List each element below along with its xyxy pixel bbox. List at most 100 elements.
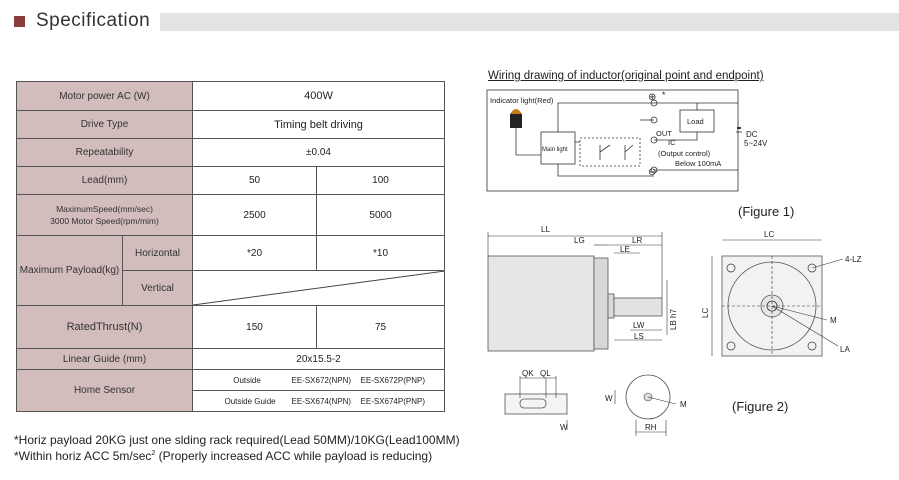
footnote-1: *Horiz payload 20KG just one slding rack… — [14, 433, 460, 447]
dim-LW: LW — [633, 321, 645, 330]
dim-LA: LA — [840, 345, 850, 354]
table-row: Outside Guide EE-SX674(NPN) EE-SX674P(PN… — [17, 390, 446, 412]
sensor-type: Outside — [233, 375, 261, 385]
thrust-value-150: 150 — [192, 305, 318, 349]
transistor — [624, 144, 634, 153]
load-label: Load — [687, 117, 704, 126]
plus-terminal-icon — [650, 99, 658, 107]
footnote-2-prefix: *Within horiz ACC 5m/sec — [14, 449, 152, 463]
below-label: Below 100mA — [675, 159, 721, 168]
plus-mark: ⊕ — [648, 92, 656, 103]
page-title: Specification — [36, 10, 151, 31]
minus-terminal-icon — [650, 166, 658, 174]
payload-horizontal-value-2: *10 — [316, 235, 446, 271]
guide-label: Linear Guide (mm) — [15, 348, 194, 370]
guide-value: 20x15.5-2 — [192, 348, 446, 370]
dim-LG: LG — [574, 236, 585, 245]
lead-value-100: 100 — [316, 166, 446, 195]
speed-value-2500: 2500 — [192, 194, 318, 236]
dim-W2: W — [605, 394, 613, 403]
header-square-marker — [14, 16, 25, 27]
out-terminal-icon — [650, 116, 658, 124]
out-label: OUT — [656, 129, 672, 138]
shaft-section-view: W M RH — [605, 374, 687, 436]
thrust-label: RatedThrust(N) — [15, 305, 194, 349]
diagonal-slash — [193, 271, 444, 305]
drive-type-label: Drive Type — [15, 110, 194, 139]
figure-2-label: (Figure 2) — [732, 399, 789, 414]
footnotes: *Horiz payload 20KG just one slding rack… — [14, 433, 460, 463]
dim-QL: QL — [540, 369, 551, 378]
repeatability-value: ±0.04 — [192, 138, 446, 167]
transistor — [599, 144, 611, 153]
wire — [654, 132, 698, 141]
speed-label: MaximumSpeed(mm/sec) 3000 Motor Speed(rp… — [15, 194, 194, 236]
motor-front-view: LC LC 4-LZ M LA — [701, 230, 862, 357]
sensor-npn: EE-SX672(NPN) — [291, 375, 352, 385]
sensor-pnp: EE-SX674P(PNP) — [360, 396, 425, 406]
wiring-frame — [486, 89, 739, 192]
speed-label-line-2: 3000 Motor Speed(rpm/mim) — [50, 216, 159, 226]
dim-LB: LB h7 — [669, 309, 678, 330]
dim-LC-side: LC — [701, 308, 710, 318]
dim-LZ: 4-LZ — [845, 255, 862, 264]
output-transistor-box — [579, 137, 641, 167]
table-row: Drive Type Timing belt driving — [15, 110, 446, 139]
dim-M2: M — [680, 400, 687, 409]
dim-LE: LE — [620, 245, 630, 254]
table-row: Linear Guide (mm) 20x15.5-2 — [15, 348, 446, 370]
dim-M: M — [830, 316, 837, 325]
indicator-label: Indicator light(Red) — [490, 96, 554, 105]
wiring-title: Wiring drawing of inductor(original poin… — [488, 70, 764, 82]
ic-label: IC — [668, 138, 676, 147]
dim-W: W — [560, 423, 568, 432]
wiring-diagram — [486, 89, 742, 192]
motor-side-view: LL LG LR LE LB h7 LW LS — [487, 225, 678, 352]
motor-power-label: Motor power AC (W) — [15, 81, 194, 111]
dim-LC: LC — [764, 230, 774, 239]
output-control-label: (Output control) — [658, 149, 711, 158]
motor-power-value: 400W — [192, 81, 446, 111]
table-row: Motor power AC (W) 400W — [15, 81, 446, 111]
payload-horizontal-value-1: *20 — [192, 235, 318, 271]
dim-RH: RH — [645, 423, 657, 432]
sensor-label: Home Sensor — [15, 369, 194, 412]
sensor-row-outside-guide: Outside Guide EE-SX674(NPN) EE-SX674P(PN… — [192, 390, 446, 412]
sensor-type: Outside Guide — [224, 396, 276, 406]
wire — [557, 102, 654, 132]
table-row: Maximum Payload(kg) Horizontal *20 *10 — [16, 235, 446, 306]
minus-mark: ⊖ — [648, 167, 656, 178]
drive-type-value: Timing belt driving — [192, 110, 446, 139]
sensor-npn: EE-SX674(NPN) — [291, 396, 352, 406]
main-light-label: Main light — [542, 147, 568, 153]
dim-QK: QK — [522, 369, 534, 378]
dim-LL: LL — [541, 225, 550, 234]
ic-terminal-icon — [650, 136, 658, 144]
figure-1-label: (Figure 1) — [738, 204, 795, 219]
footnote-2-suffix: (Properly increased ACC while payload is… — [155, 449, 433, 463]
dim-LS: LS — [634, 332, 644, 341]
thrust-value-75: 75 — [316, 305, 446, 349]
footnote-2-sup: 2 — [151, 450, 156, 457]
sensor-pnp: EE-SX672P(PNP) — [360, 375, 425, 385]
star-mark: * — [662, 90, 666, 100]
payload-label: Maximum Payload(kg) — [16, 235, 123, 306]
dc-voltage: 5~24V — [744, 139, 768, 148]
footnote-2: *Within horiz ACC 5m/sec2 (Properly incr… — [14, 447, 460, 463]
table-row: RatedThrust(N) 150 75 — [15, 305, 446, 349]
shaft-key-side-view: QK QL W — [504, 369, 568, 432]
spec-table: Motor power AC (W) 400W Drive Type Timin… — [15, 81, 446, 412]
speed-label-line-1: MaximumSpeed(mm/sec) — [56, 204, 153, 214]
wire — [557, 164, 654, 177]
dim-LR: LR — [632, 236, 642, 245]
dc-label: DC — [746, 130, 758, 139]
payload-horizontal-label: Horizontal — [121, 235, 194, 271]
table-row: Home Sensor Outside EE-SX672(NPN) EE-SX6… — [15, 369, 446, 412]
table-row: Lead(mm) 50 100 — [15, 166, 446, 195]
header-bar — [160, 13, 899, 31]
wire — [515, 128, 541, 156]
payload-vertical-label: Vertical — [121, 270, 194, 306]
lead-value-50: 50 — [192, 166, 318, 195]
indicator-light-icon — [510, 109, 522, 128]
